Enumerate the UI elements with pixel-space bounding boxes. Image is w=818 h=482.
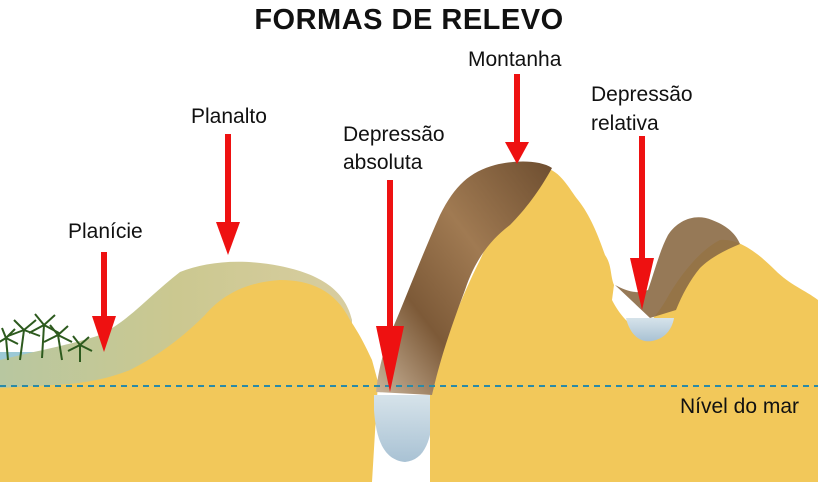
label-depressao-absoluta-line1: Depressão — [343, 123, 445, 146]
label-depressao-absoluta-line2: absoluta — [343, 151, 423, 174]
label-planalto: Planalto — [191, 105, 267, 128]
label-depressao-relativa-line1: Depressão — [591, 83, 693, 106]
absolute-depression-water — [374, 395, 434, 462]
relative-depression-water — [626, 318, 674, 342]
earth-body — [0, 280, 378, 482]
relative-depression-rock — [615, 217, 740, 318]
palm-tree-icon — [0, 313, 93, 362]
mountain-rock — [376, 161, 552, 395]
arrow-down-icon — [92, 74, 654, 392]
label-depressao-relativa-line2: relativa — [591, 112, 659, 135]
label-montanha: Montanha — [468, 48, 562, 71]
label-planicie: Planície — [68, 220, 143, 243]
diagram-title: FORMAS DE RELEVO — [254, 4, 564, 36]
label-nivel-mar: Nível do mar — [680, 395, 800, 418]
